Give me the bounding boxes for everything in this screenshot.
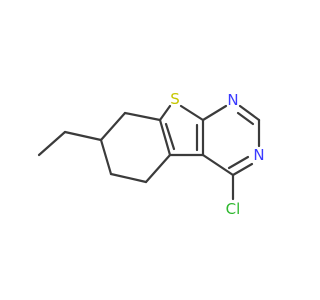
bond-pyrimidine-n1-c2	[238, 104, 261, 122]
bond-ring-c7-c8	[99, 111, 127, 142]
bond-lines	[37, 104, 261, 201]
bond-pyrimidine-n1-c2-double	[236, 111, 255, 126]
atom-labels: S N N Cl	[170, 90, 264, 218]
atom-label-chlorine: Cl	[226, 200, 241, 218]
bond-pyrimidine-n3-c4-double	[227, 155, 250, 170]
bond-pyrimidine-c9a-n1	[201, 104, 228, 122]
bond-thiophene-c8a-c4b-double	[164, 122, 176, 151]
bond-pyrimidine-c4-c4a	[201, 153, 235, 177]
bond-thiophene-c8a-c4b	[158, 118, 172, 157]
bond-ring-c7-c6	[99, 138, 113, 176]
bond-thiophene-s-c9a	[179, 104, 205, 122]
bond-ring-c8-c8a	[123, 111, 162, 122]
atom-label-nitrogen-3: N	[253, 146, 264, 164]
bond-ring-c5-c4b	[144, 153, 172, 184]
bond-pyrimidine-n3-c4	[231, 162, 254, 177]
atom-label-sulfur: S	[170, 90, 180, 108]
bond-ethyl-ch2	[63, 130, 103, 142]
bond-ring-c6-c5	[109, 172, 148, 184]
atom-label-nitrogen-1: N	[227, 91, 238, 109]
molecule-structure: S N N Cl	[37, 90, 265, 218]
bond-ethyl-ch3	[37, 130, 67, 157]
bond-thiophene-c8a-s	[158, 104, 172, 122]
